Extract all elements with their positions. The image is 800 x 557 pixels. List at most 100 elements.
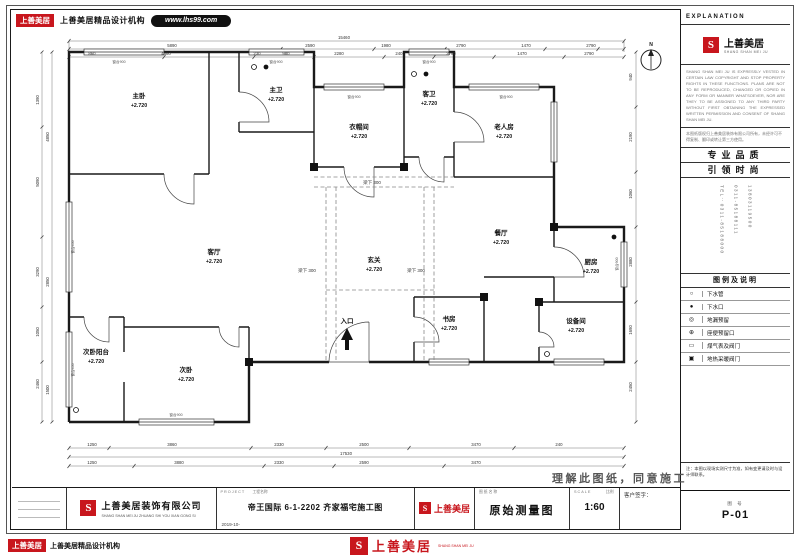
organization-name: 上善美居精品设计机构 xyxy=(60,16,145,25)
scale-value: 1:60 xyxy=(584,501,605,513)
legend-symbol-icon: ● xyxy=(681,303,703,310)
project-name: 帝王国际 6-1-2202 齐家福宅施工图 xyxy=(247,502,383,512)
window-note-label: 窗台900 xyxy=(169,412,182,417)
dim-label: 2880 xyxy=(628,257,633,267)
room-name-label: 餐厅 xyxy=(494,228,509,237)
revision-cell xyxy=(12,487,67,529)
dim-label: 2590 xyxy=(359,460,369,465)
room-elevation-label: +2.720 xyxy=(493,240,509,246)
top-bar: 上善美居 上善美居精品设计机构 www.lhs99.com xyxy=(16,12,232,29)
copyright-disclaimer-en: SHANG SHAN MEI JU IS EXPRESSLY VESTED IN… xyxy=(681,65,790,128)
company-cell: S 上善美居装饰有限公司 SHANG SHAN MEI JU ZHUANG SH… xyxy=(67,487,217,529)
dim-label: 3470 xyxy=(471,442,481,447)
dim-label: 980 xyxy=(282,51,290,56)
revision-line xyxy=(17,516,60,518)
dim-label: 4850 xyxy=(45,132,50,142)
room-elevation-label: +2.720 xyxy=(88,359,104,365)
beam-label: 梁下 300 xyxy=(363,179,381,186)
legend-row: ○下水管 xyxy=(681,288,790,301)
dim-label: 1250 xyxy=(87,442,97,447)
dim-label: 2790 xyxy=(456,43,466,48)
drawing-title: 原始测量图 xyxy=(489,504,555,517)
room-name-label: 老人房 xyxy=(493,122,514,131)
room-elevation-label: +2.720 xyxy=(496,134,512,140)
entrance-label: 入口 xyxy=(340,317,354,325)
approval-watermark: 理解此图纸，同意施工 xyxy=(552,473,687,485)
north-compass-icon: N xyxy=(640,42,662,71)
outer-border xyxy=(6,5,794,534)
dim-label: 2450 xyxy=(628,382,633,392)
dim-label: 940 xyxy=(628,73,633,81)
panel-spacer xyxy=(681,366,790,462)
panel-brand-lockup: S 上善美居 SHANG SHAN MEI JU xyxy=(681,25,790,65)
legend-row: ▣地热采暖阀门 xyxy=(681,353,790,366)
legend-row: ●下水口 xyxy=(681,301,790,314)
legend-symbol-icon: ⊕ xyxy=(681,329,703,337)
dim-label: 5890 xyxy=(167,43,177,48)
footer-center-lockup: S 上善美居 SHANG SHAN MEI JU xyxy=(350,536,474,555)
company-name-en: SHANG SHAN MEI JU ZHUANG SHI YOU XIAN GO… xyxy=(101,513,196,518)
room-elevation-label: +2.720 xyxy=(178,377,194,383)
panel-note: 注：本图以现场实测尺寸为准，如有变更请及时与设计师联系。 xyxy=(681,462,790,490)
right-panel: EXPLANATION S 上善美居 SHANG SHAN MEI JU SHA… xyxy=(680,9,790,530)
dim-label: 2460 xyxy=(35,379,40,389)
company-name-cn: 上善美居装饰有限公司 xyxy=(101,500,202,511)
contact-vertical-text: TEL：0311-85188000 xyxy=(719,184,725,255)
footer-organization-name: 上善美居精品设计机构 xyxy=(50,542,120,550)
room-elevation-label: +2.720 xyxy=(583,269,599,275)
legend-row: ⊕座便预留口 xyxy=(681,327,790,340)
dim-label: 2790 xyxy=(586,43,596,48)
room-name-label: 客厅 xyxy=(207,247,222,256)
legend-row: ▭煤气表及阀门 xyxy=(681,340,790,353)
titleblock-brand-cell: S 上善美居 xyxy=(415,487,475,529)
compass-north-label: N xyxy=(649,42,653,48)
dim-label: 1980 xyxy=(381,43,391,48)
drawing-title-label: 图纸名称 xyxy=(479,489,499,494)
dim-label: 2330 xyxy=(274,460,284,465)
room-elevation-label: +2.720 xyxy=(206,259,222,265)
dim-label: 3860 xyxy=(167,442,177,447)
room-elevation-label: +2.720 xyxy=(421,101,437,107)
room-elevation-label: +2.720 xyxy=(268,97,284,103)
client-signature-label: 客户签字： xyxy=(624,492,652,499)
dim-label: 2590 xyxy=(305,43,315,48)
dim-label: 17530 xyxy=(340,451,353,456)
dim-label: 1500 xyxy=(45,385,50,395)
room-elevation-label: +2.720 xyxy=(441,326,457,332)
dim-label: 2330 xyxy=(274,442,284,447)
room-elevation-label: +2.720 xyxy=(131,103,147,109)
dim-label: 1390 xyxy=(35,95,40,105)
entrance-arrow-icon xyxy=(341,328,353,350)
room-elevation-label: +2.720 xyxy=(351,134,367,140)
legend-label: 煤气表及阀门 xyxy=(707,343,741,350)
dimension-lines xyxy=(41,40,637,467)
dim-label: 15460 xyxy=(338,35,351,40)
explanation-header: EXPLANATION xyxy=(681,9,790,25)
dim-label: 3470 xyxy=(471,460,481,465)
bottom-strip: 上善美居 上善美居精品设计机构 S 上善美居 SHANG SHAN MEI JU xyxy=(8,536,792,555)
panel-brand-name: 上善美居 xyxy=(723,39,764,50)
dim-label: 1060 xyxy=(628,189,633,199)
dim-label: 1250 xyxy=(87,460,97,465)
legend-rows: ○下水管●下水口◎地漏预留⊕座便预留口▭煤气表及阀门▣地热采暖阀门 xyxy=(681,288,790,366)
legend-symbol-icon: ▣ xyxy=(681,355,703,363)
dim-label: 1470 xyxy=(521,43,531,48)
website-pill: www.lhs99.com xyxy=(151,14,232,27)
room-name-label: 主卧 xyxy=(133,91,147,100)
scale-label-cn: 比例 xyxy=(606,489,614,494)
project-cell: PROJECT 工程名称 帝王国际 6-1-2202 齐家福宅施工图 2019-… xyxy=(217,487,415,529)
legend-title: 图例及说明 xyxy=(681,274,790,288)
client-signature-cell[interactable]: 客户签字： xyxy=(620,488,680,529)
dim-label: 5090 xyxy=(35,177,40,187)
room-name-label: 厨房 xyxy=(585,257,599,266)
interior-walls xyxy=(69,52,624,422)
dim-label: 1050 xyxy=(35,327,40,337)
drawing-title-cell: 图纸名称 原始测量图 xyxy=(475,487,570,529)
room-name-label: 次卧阳台 xyxy=(83,347,110,356)
dim-label: 3880 xyxy=(174,460,184,465)
legend-label: 地漏预留 xyxy=(707,317,730,324)
pillar-blocks xyxy=(245,163,558,366)
legend-label: 下水管 xyxy=(707,291,724,298)
panel-brand-sub: SHANG SHAN MEI JU xyxy=(723,50,769,54)
